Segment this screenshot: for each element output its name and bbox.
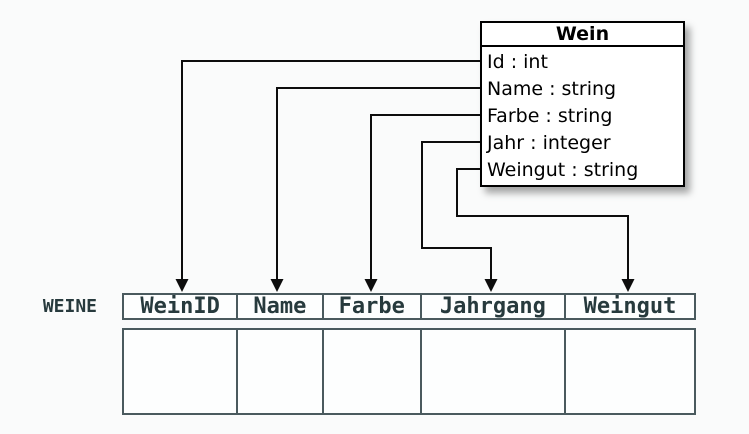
table-body-row — [122, 328, 696, 415]
arrowhead-jahrgang — [484, 279, 498, 292]
class-attribute-weingut: Weingut : string — [487, 159, 639, 181]
class-attribute-name: Name : string — [487, 78, 617, 100]
table-name-label: WEINE — [42, 296, 97, 317]
connector-farbe-to-farbe — [370, 114, 481, 281]
arrowhead-farbe — [364, 279, 378, 292]
table-body-cell — [422, 330, 566, 413]
column-header-jahrgang: Jahrgang — [422, 295, 566, 318]
arrowhead-name — [270, 279, 284, 292]
connector-weingut-to-weingut — [456, 168, 629, 281]
uml-class-box-wein: Wein Id : int Name : string Farbe : stri… — [480, 21, 685, 187]
class-attribute-id: Id : int — [487, 51, 548, 73]
class-title: Wein — [482, 23, 683, 47]
column-header-weinid: WeinID — [124, 295, 239, 318]
connector-id-to-weinid — [181, 60, 481, 281]
column-header-farbe: Farbe — [324, 295, 422, 318]
arrowhead-weinid — [175, 279, 189, 292]
column-header-name: Name — [238, 295, 324, 318]
arrowhead-weingut — [621, 279, 635, 292]
connector-name-to-name — [276, 87, 481, 281]
class-attribute-jahr: Jahr : integer — [487, 132, 611, 154]
connector-jahr-to-jahrgang — [421, 141, 492, 281]
class-attribute-farbe: Farbe : string — [487, 105, 613, 127]
table-body-cell — [566, 330, 694, 413]
table-body-cell — [124, 330, 239, 413]
table-header-row: WeinID Name Farbe Jahrgang Weingut — [122, 293, 696, 320]
table-body-cell — [238, 330, 324, 413]
class-attribute-list: Id : int Name : string Farbe : string Ja… — [482, 47, 683, 184]
column-header-weingut: Weingut — [583, 295, 677, 318]
table-body-cell — [324, 330, 422, 413]
